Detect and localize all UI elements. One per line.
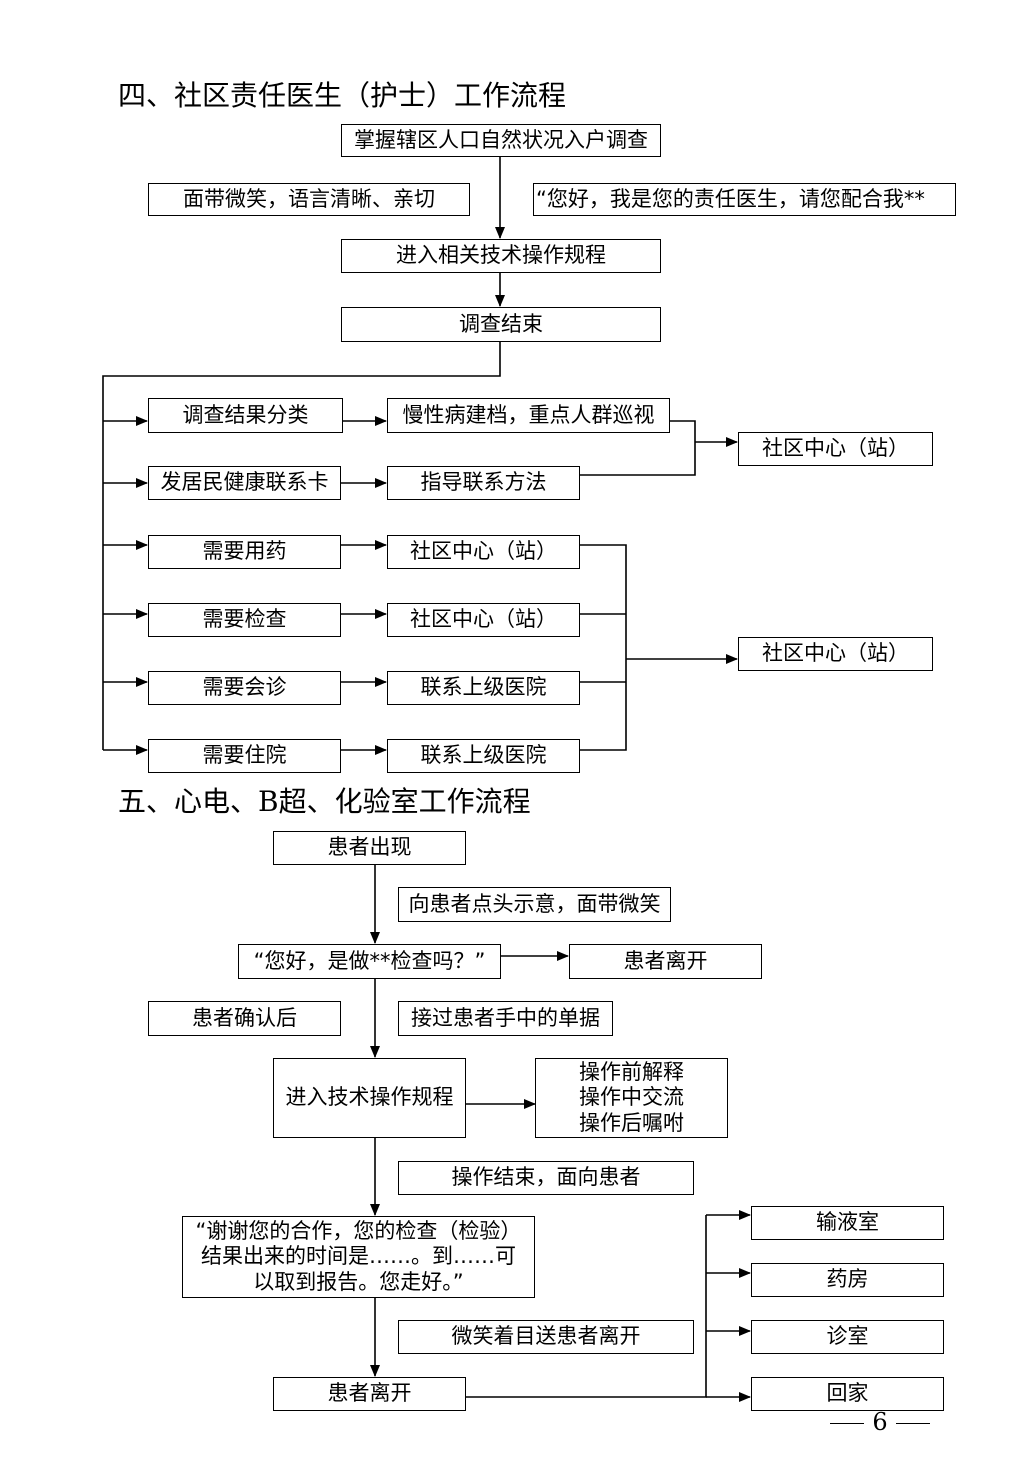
explain-after: 操作后嘱咐	[579, 1110, 684, 1135]
explain-before: 操作前解释	[579, 1060, 684, 1085]
step-enter-procedure: 进入相关技术操作规程	[341, 239, 661, 273]
note-explain-communicate: 操作前解释 操作中交流 操作后嘱咐	[535, 1058, 728, 1138]
note-smile-speech: 面带微笑，语言清晰、亲切	[148, 183, 470, 216]
step-household-survey: 掌握辖区人口自然状况入户调查	[341, 124, 661, 157]
step-patient-leaves-early: 患者离开	[569, 944, 762, 979]
step-patient-appears: 患者出现	[273, 831, 466, 865]
row5-right: 联系上级医院	[387, 671, 580, 705]
page-number-dash-right	[895, 1422, 930, 1425]
thanks-line-3: 以取到报告。您走好。”	[253, 1269, 464, 1294]
row3-right: 社区中心（站）	[387, 535, 580, 569]
row6-left: 需要住院	[148, 739, 341, 773]
row2-right: 指导联系方法	[387, 466, 580, 500]
dest-clinic: 诊室	[751, 1320, 944, 1354]
step-patient-leaves: 患者离开	[273, 1377, 466, 1411]
note-smile-farewell: 微笑着目送患者离开	[398, 1320, 694, 1354]
explain-during: 操作中交流	[579, 1085, 684, 1110]
line-rows-merge	[580, 544, 627, 751]
row4-right: 社区中心（站）	[387, 603, 580, 637]
row2-left: 发居民健康联系卡	[148, 466, 341, 500]
target-community-center-bottom: 社区中心（站）	[738, 637, 933, 671]
note-receive-form: 接过患者手中的单据	[398, 1001, 613, 1036]
dest-pharmacy: 药房	[751, 1263, 944, 1297]
page-number-dash-left	[830, 1422, 865, 1425]
thanks-line-2: 结果出来的时间是……。到……可	[201, 1244, 516, 1269]
thanks-line-1: “谢谢您的合作，您的检查（检验）	[195, 1219, 522, 1244]
note-operation-end: 操作结束，面向患者	[398, 1161, 694, 1195]
note-nod-smile: 向患者点头示意，面带微笑	[398, 887, 671, 922]
page-number-value: 6	[872, 1408, 888, 1436]
target-community-center-top: 社区中心（站）	[738, 432, 933, 466]
line-survey-end-to-trunk	[102, 341, 501, 750]
dest-go-home: 回家	[751, 1377, 944, 1411]
step-greeting: “您好，是做**检查吗？”	[238, 944, 501, 979]
note-greeting-doctor: “您好，我是您的责任医生，请您配合我**	[533, 183, 956, 216]
page-number: 6	[820, 1408, 940, 1436]
line-row1-merge	[580, 420, 696, 476]
row6-right: 联系上级医院	[387, 739, 580, 773]
row4-left: 需要检查	[148, 603, 341, 637]
section5-title: 五、心电、B超、化验室工作流程	[118, 785, 531, 818]
row1-right: 慢性病建档，重点人群巡视	[387, 398, 670, 433]
section4-title: 四、社区责任医生（护士）工作流程	[118, 79, 567, 112]
step-survey-end: 调查结束	[341, 307, 661, 342]
note-patient-confirms: 患者确认后	[148, 1001, 341, 1036]
row3-left: 需要用药	[148, 535, 341, 569]
row1-left: 调查结果分类	[148, 398, 343, 433]
row5-left: 需要会诊	[148, 671, 341, 705]
step-enter-tech-procedure: 进入技术操作规程	[273, 1058, 466, 1138]
step-thanks-message: “谢谢您的合作，您的检查（检验） 结果出来的时间是……。到……可 以取到报告。您…	[182, 1216, 535, 1298]
dest-infusion-room: 输液室	[751, 1206, 944, 1240]
